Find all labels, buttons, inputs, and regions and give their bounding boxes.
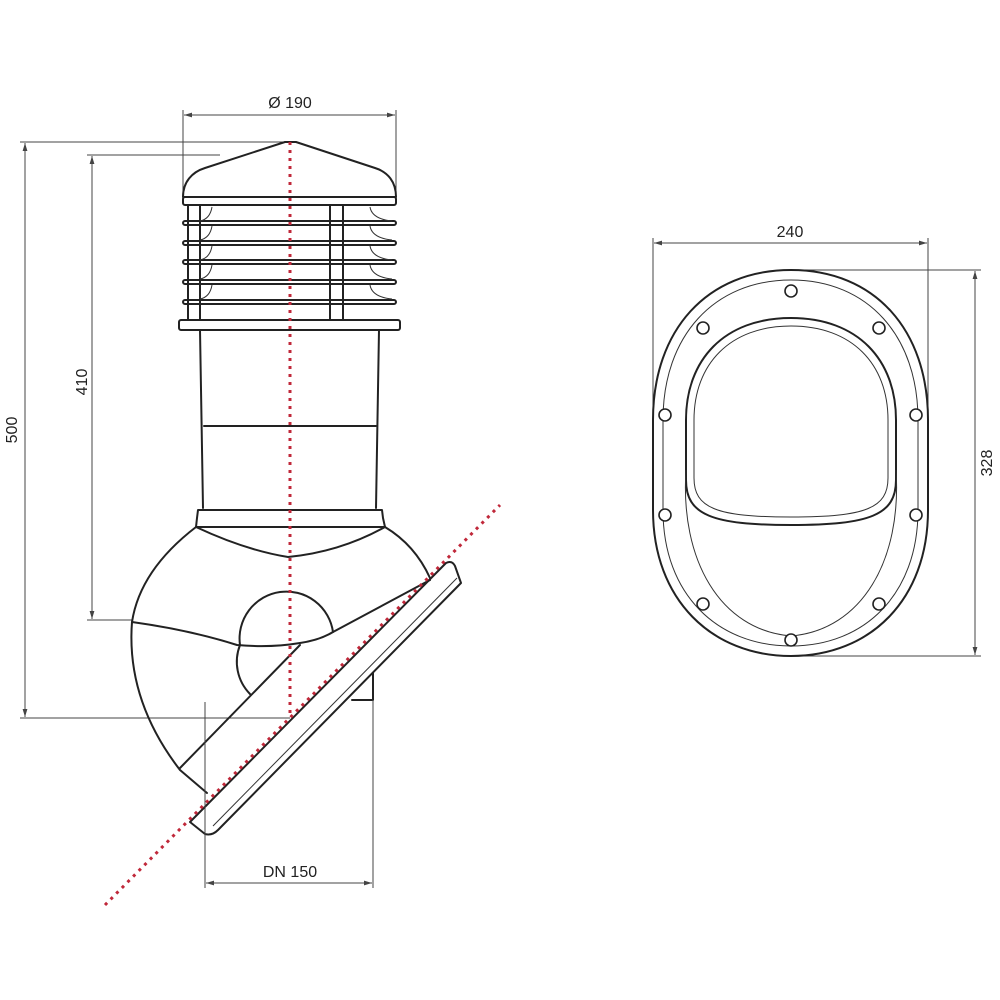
total-height-label: 500	[4, 417, 21, 444]
diameter-label: Ø 190	[268, 95, 312, 112]
dimension-flange-height: 328	[790, 269, 996, 657]
bolt-icon	[872, 597, 886, 611]
bolt-icon	[784, 633, 798, 647]
bolt-icon	[696, 597, 710, 611]
flange-view: 240 328	[652, 224, 996, 657]
flange-width-label: 240	[777, 224, 804, 241]
dimension-flange-width: 240	[652, 224, 929, 420]
vent-elbow	[130, 509, 431, 794]
roof-slope-axis-line	[103, 503, 502, 907]
bolt-icon	[658, 408, 672, 422]
dimension-nominal: DN 150	[204, 700, 374, 888]
bolt-icon	[658, 508, 672, 522]
bolt-icon	[784, 284, 798, 298]
bolt-icon	[909, 408, 923, 422]
flange-height-label: 328	[979, 450, 996, 477]
flange-inner-edge	[662, 279, 919, 647]
vent-cap	[178, 141, 401, 331]
bolt-icon	[872, 321, 886, 335]
dimension-total-height: 500	[4, 141, 290, 719]
pipe-opening	[685, 317, 897, 526]
vent-pipe	[199, 329, 380, 509]
dimension-pipe-height: 410	[74, 154, 220, 621]
roof-flashing	[189, 561, 462, 836]
bolt-icon	[909, 508, 923, 522]
dimension-diameter: Ø 190	[182, 95, 397, 195]
bolt-icon	[696, 321, 710, 335]
pipe-height-label: 410	[74, 369, 91, 396]
bolts	[658, 284, 923, 647]
flange-outer-edge	[652, 269, 929, 657]
side-view: Ø 190 500 410	[4, 95, 502, 907]
nominal-diameter-label: DN 150	[263, 864, 317, 881]
